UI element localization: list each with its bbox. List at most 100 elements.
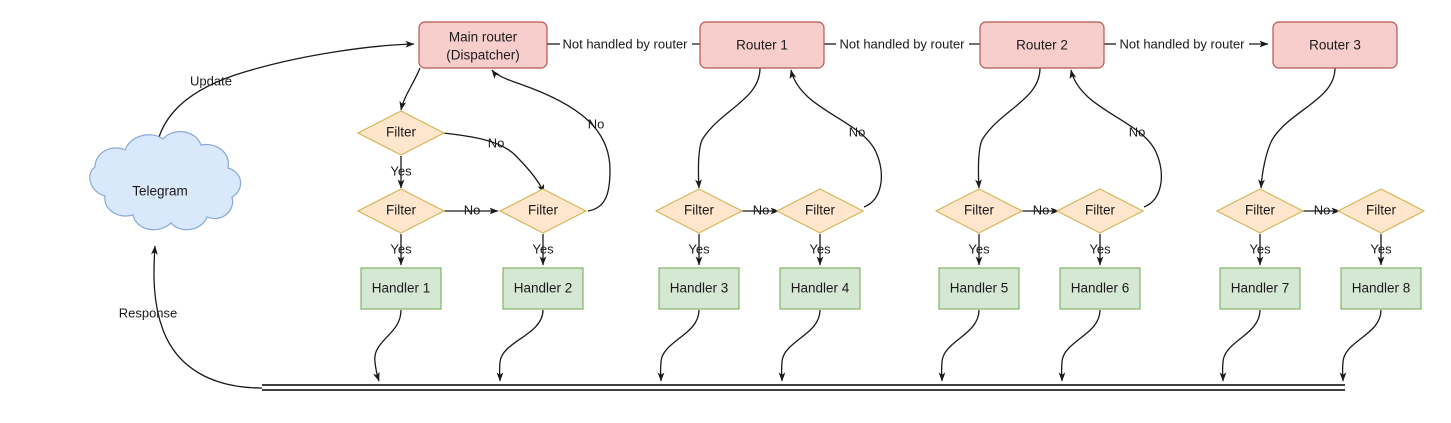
edge-handler7-to-bus — [1219, 309, 1261, 382]
node-handler-8[interactable]: Handler 8 — [1340, 267, 1422, 310]
node-router-1[interactable]: Router 1 — [699, 21, 825, 69]
filter-3-diamond — [654, 188, 744, 234]
telegram-label: Telegram — [132, 184, 188, 199]
handler-4-label: Handler 4 — [791, 281, 850, 296]
filter-0-diamond — [356, 110, 446, 156]
main-router-label-line1: Main router — [449, 30, 518, 45]
filter-5-diamond — [934, 188, 1024, 234]
edge-update — [154, 40, 415, 171]
router-2-label: Router 2 — [1016, 38, 1068, 53]
edges-layer: Filter f2 --> Filter f2 --> back to Main… — [151, 40, 1385, 391]
handler-8-box — [1340, 267, 1422, 310]
edge-label-not-handled-2: Not handled by router — [839, 36, 965, 51]
node-handler-5[interactable]: Handler 5 — [938, 267, 1020, 310]
filter-8-label: Filter — [1366, 203, 1397, 218]
node-router-2[interactable]: Router 2 — [979, 21, 1105, 69]
node-handler-4[interactable]: Handler 4 — [779, 267, 861, 310]
edge-handler5-to-bus — [938, 309, 980, 382]
node-filter-8[interactable]: Filter — [1336, 188, 1426, 234]
node-filter-3[interactable]: Filter — [654, 188, 744, 234]
filter-6-label: Filter — [1085, 203, 1116, 218]
handler-3-label: Handler 3 — [670, 281, 729, 296]
handler-6-box — [1059, 267, 1141, 310]
node-handler-6[interactable]: Handler 6 — [1059, 267, 1141, 310]
edge-label-yes-7: Yes — [1089, 241, 1111, 256]
edge-filter6-no-to-router2 — [1069, 69, 1162, 208]
handler-2-label: Handler 2 — [514, 281, 573, 296]
handler-6-label: Handler 6 — [1071, 281, 1130, 296]
node-main-router[interactable]: Main router (Dispatcher) — [418, 21, 548, 69]
edge-router3-to-filter7 — [1258, 67, 1336, 189]
router-3-label: Router 3 — [1309, 38, 1361, 53]
node-filter-2[interactable]: Filter — [498, 188, 588, 234]
node-filter-4[interactable]: Filter — [775, 188, 865, 234]
edge-label-no-7: No — [1129, 124, 1146, 139]
cloud-icon — [89, 131, 242, 231]
handler-4-box — [779, 267, 861, 310]
filter-7-label: Filter — [1245, 203, 1276, 218]
edge-response-to-telegram — [151, 245, 263, 389]
edge-label-no-3: No — [588, 116, 605, 131]
filter-8-diamond — [1336, 188, 1426, 234]
filter-5-label: Filter — [964, 203, 995, 218]
edge-label-yes-6: Yes — [968, 241, 990, 256]
handler-5-box — [938, 267, 1020, 310]
node-handler-2[interactable]: Handler 2 — [502, 267, 584, 310]
node-handler-7[interactable]: Handler 7 — [1219, 267, 1301, 310]
edge-handler2-to-bus — [496, 309, 544, 382]
edge-label-no-1: No — [488, 135, 505, 150]
edge-handler8-to-bus — [1339, 309, 1382, 382]
node-filter-0[interactable]: Filter — [356, 110, 446, 156]
node-handler-3[interactable]: Handler 3 — [658, 267, 740, 310]
node-router-3[interactable]: Router 3 — [1272, 21, 1398, 69]
node-filter-6[interactable]: Filter — [1055, 188, 1145, 234]
node-handler-1[interactable]: Handler 1 — [360, 267, 442, 310]
filter-7-diamond — [1215, 188, 1305, 234]
handler-7-box — [1219, 267, 1301, 310]
handler-5-label: Handler 5 — [950, 281, 1009, 296]
edge-labels-layer: Update Response Not handled by router No… — [119, 36, 1392, 320]
router-3-box — [1272, 21, 1398, 69]
node-telegram-cloud[interactable]: Telegram — [89, 131, 242, 231]
edge-filter2-no-to-mainrouter — [491, 69, 611, 212]
edge-label-yes-4: Yes — [688, 241, 710, 256]
edge-filter4-no-to-router1 — [789, 69, 882, 208]
edge-handler6-to-bus — [1058, 309, 1101, 382]
edge-handler1-to-bus — [373, 309, 402, 382]
node-filter-7[interactable]: Filter — [1215, 188, 1305, 234]
handler-8-label: Handler 8 — [1352, 281, 1411, 296]
edge-label-not-handled-1: Not handled by router — [562, 36, 688, 51]
handler-2-box — [502, 267, 584, 310]
edge-label-response: Response — [119, 305, 178, 320]
edge-mainrouter-to-filter0 — [399, 67, 421, 111]
filter-4-diamond — [775, 188, 865, 234]
edge-label-not-handled-3: Not handled by router — [1119, 36, 1245, 51]
handler-1-box — [360, 267, 442, 310]
edge-label-yes-3: Yes — [532, 241, 554, 256]
edge-filter0-no-to-filter2 — [442, 132, 545, 194]
filter-4-label: Filter — [805, 203, 836, 218]
edge-handler4-to-bus — [778, 309, 821, 382]
edge-router1-to-filter3 — [695, 67, 761, 189]
edge-router2-to-filter5 — [975, 67, 1041, 189]
node-filter-5[interactable]: Filter — [934, 188, 1024, 234]
edge-label-yes-8: Yes — [1249, 241, 1271, 256]
edge-label-no-8: No — [1314, 202, 1331, 217]
handler-1-label: Handler 1 — [372, 281, 431, 296]
edge-label-yes-5: Yes — [809, 241, 831, 256]
router-1-label: Router 1 — [736, 38, 788, 53]
main-router-box — [418, 21, 548, 69]
handler-7-label: Handler 7 — [1231, 281, 1290, 296]
edge-handler3-to-bus — [657, 309, 700, 382]
filter-6-diamond — [1055, 188, 1145, 234]
edge-label-no-5: No — [849, 124, 866, 139]
router-2-box — [979, 21, 1105, 69]
edge-label-update: Update — [190, 73, 232, 88]
edge-label-yes-9: Yes — [1370, 241, 1392, 256]
edge-label-yes-2: Yes — [390, 241, 412, 256]
filter-2-diamond — [498, 188, 588, 234]
edge-label-no-2: No — [464, 202, 481, 217]
filter-3-label: Filter — [684, 203, 715, 218]
node-filter-1[interactable]: Filter — [356, 188, 446, 234]
